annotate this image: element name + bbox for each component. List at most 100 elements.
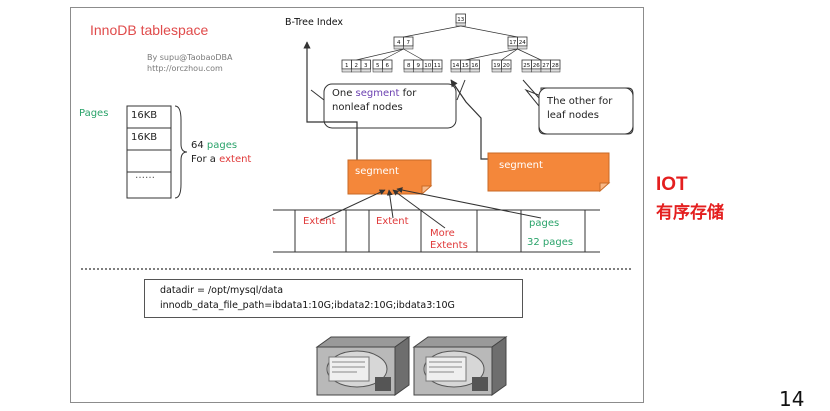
- credit-url: http://orczhou.com: [147, 64, 223, 73]
- btree-pointer-cell: [521, 68, 532, 73]
- brace: [174, 105, 188, 199]
- btree-link: [403, 25, 461, 38]
- btree-key: 10: [424, 63, 431, 69]
- btree-key: 28: [552, 63, 559, 69]
- btree-pointer-cell: [540, 68, 551, 73]
- pages-label: Pages: [79, 108, 109, 119]
- extents-row: [273, 209, 600, 253]
- btree-pointer-cell: [455, 22, 466, 27]
- btree-key: 19: [493, 63, 500, 69]
- btree-key: 26: [533, 63, 540, 69]
- callout-leaf-line1: The other for: [547, 96, 613, 107]
- btree-link: [465, 48, 518, 61]
- btree-pointer-cell: [517, 45, 528, 50]
- btree-pointer-cell: [531, 68, 542, 73]
- btree-pointer-cell: [341, 68, 352, 73]
- btree-key: 2: [355, 63, 359, 69]
- extent-cell-3-line1: More: [430, 228, 455, 239]
- btree-key: 20: [503, 63, 510, 69]
- btree-pointer-cell: [403, 68, 414, 73]
- btree-pointer-cell: [550, 68, 561, 73]
- btree-key: 13: [457, 17, 464, 23]
- btree-pointer-cell: [382, 68, 393, 73]
- btree-key: 6: [386, 63, 390, 69]
- segment-right-shape: [487, 152, 611, 193]
- callout-leaf-shape: [524, 87, 634, 135]
- page-number: 14: [779, 387, 805, 411]
- btree-pointer-cell: [413, 68, 424, 73]
- btree-link: [356, 48, 404, 61]
- extent-cell-4-line2: 32 pages: [527, 237, 574, 248]
- btree-key: 5: [376, 63, 380, 69]
- btree-pointer-cell: [450, 68, 461, 73]
- btree-pointer-cell: [432, 68, 443, 73]
- iot-title: IOT: [656, 174, 688, 195]
- config-box: datadir = /opt/mysql/data innodb_data_fi…: [144, 279, 523, 318]
- extent-cell-3-line2: Extents: [430, 240, 468, 251]
- btree-key: 7: [407, 40, 411, 46]
- extent-cell-4-line1: pages: [529, 218, 560, 229]
- btree-key: 27: [542, 63, 549, 69]
- btree-key: 15: [462, 63, 469, 69]
- btree-key: 16: [471, 63, 478, 69]
- hard-drive-icon: [315, 336, 411, 396]
- btree-pointer-cell: [422, 68, 433, 73]
- btree-key: 17: [509, 40, 516, 46]
- btree-pointer-cell: [360, 68, 371, 73]
- btree-link: [501, 48, 518, 61]
- btree-key: 25: [523, 63, 530, 69]
- btree-pointer-cell: [372, 68, 383, 73]
- callout-nonleaf-line1: One segment for: [332, 88, 417, 99]
- callout-nonleaf-shape: [323, 83, 457, 129]
- extent-cell-2: Extent: [376, 216, 409, 227]
- page-cell-3: ……: [135, 170, 155, 181]
- btree-pointer-cell: [501, 68, 512, 73]
- btree-pointer-cell: [403, 45, 414, 50]
- callout-nonleaf-line2: nonleaf nodes: [332, 102, 403, 113]
- btree-key: 8: [407, 63, 411, 69]
- iot-subtitle: 有序存储: [656, 203, 724, 223]
- btree-key: 14: [452, 63, 459, 69]
- segment-right-label: segment: [499, 160, 543, 171]
- btree-pointer-cell: [393, 45, 404, 50]
- config-line-1: datadir = /opt/mysql/data: [160, 285, 284, 296]
- btree-pointer-cell: [469, 68, 480, 73]
- btree-pointer-cell: [460, 68, 471, 73]
- extent-note-line1: 64 pages: [191, 140, 238, 151]
- btree-link: [382, 48, 404, 61]
- page-cell-2: 16KB: [131, 132, 158, 143]
- btree-key: 11: [434, 63, 441, 69]
- extent-note-line2: For a extent: [191, 154, 252, 165]
- btree-label: B-Tree Index: [285, 17, 344, 28]
- btree-link: [460, 25, 518, 38]
- pages-column: [126, 105, 172, 199]
- config-line-2: innodb_data_file_path=ibdata1:10G;ibdata…: [160, 300, 455, 311]
- btree-pointer-cell: [351, 68, 362, 73]
- diagram-title: InnoDB tablespace: [90, 22, 209, 38]
- page-cell-1: 16KB: [131, 110, 158, 121]
- btree-pointer-cell: [507, 45, 518, 50]
- btree-pointer-cell: [491, 68, 502, 73]
- hard-drive-icon: [412, 336, 508, 396]
- btree-key: 24: [519, 40, 526, 46]
- segment-left-label: segment: [355, 166, 399, 177]
- btree-link: [517, 48, 542, 61]
- extent-cell-1: Extent: [303, 216, 336, 227]
- btree-key: 9: [417, 63, 421, 69]
- btree-link: [403, 48, 424, 61]
- btree-key: 4: [397, 40, 401, 46]
- btree-root-node: 13: [455, 13, 466, 27]
- btree-key: 3: [364, 63, 368, 69]
- btree-key: 1: [345, 63, 349, 69]
